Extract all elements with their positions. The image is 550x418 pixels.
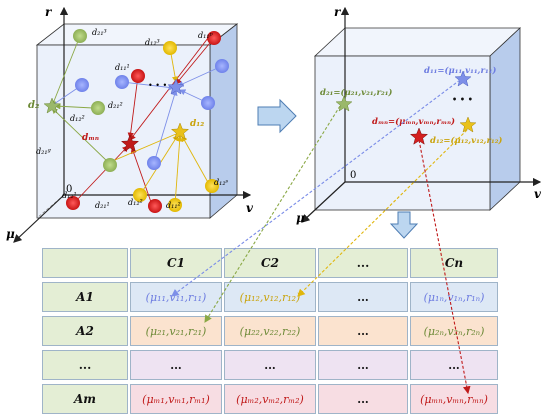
matrix-row-header: A2	[42, 316, 128, 346]
matrix-row-header: Am	[42, 384, 128, 414]
label-d12-s: d₁₂ˢ	[214, 178, 229, 187]
label-d11-p: d₁₁ᵖ	[198, 31, 214, 40]
left-ellipsis: • • •	[148, 81, 167, 90]
right-origin-label: 0	[350, 170, 356, 181]
dmn-star-icon	[120, 134, 140, 152]
matrix-cell: ...	[318, 350, 408, 380]
right-arrow	[257, 98, 297, 134]
left-origin-label: 0	[66, 184, 72, 195]
red-point	[148, 199, 162, 213]
right-label-dmn: dₘₙ=(μₘₙ,vₘₙ,rₘₙ)	[372, 116, 455, 127]
matrix-corner-cell	[42, 248, 128, 278]
right-mu-axis-label: μ	[296, 211, 305, 225]
d11-star-icon	[454, 70, 472, 87]
yellow-point	[163, 41, 177, 55]
blue-point	[75, 78, 89, 92]
blue-point	[215, 59, 229, 73]
matrix-cell: (μ₁₁,v₁₁,r₁₁)	[130, 282, 222, 312]
matrix-cell: (μₘ₁,vₘ₁,rₘ₁)	[130, 384, 222, 414]
blue-point	[115, 75, 129, 89]
right-ellipsis: • • •	[452, 94, 473, 104]
down-arrow	[389, 211, 419, 239]
matrix-row-header: ...	[42, 350, 128, 380]
right-v-axis-label: v	[534, 187, 542, 201]
label-d21-3: d₂₁³	[92, 28, 107, 37]
right-label-d12: d₁₂=(μ₁₂,v₁₂,r₁₂)	[430, 135, 502, 146]
left-v-axis-label: v	[246, 201, 254, 215]
label-d12: d₁₂	[190, 119, 204, 129]
matrix-cell: ...	[318, 316, 408, 346]
right-r-axis-label: r	[334, 5, 342, 19]
label-d11-1: d₁₁¹	[115, 63, 130, 72]
label-d21-1: d₂₁¹	[95, 201, 110, 210]
yellow-point	[133, 188, 147, 202]
label-d21-2: d₂₁²	[108, 101, 123, 110]
left-r-axis-label: r	[45, 5, 53, 19]
red-point	[66, 196, 80, 210]
green-point	[91, 101, 105, 115]
label-d12-2b: d₁₂²	[128, 198, 143, 207]
matrix-cell: ...	[318, 384, 408, 414]
right-label-d21: d₂₁=(μ₂₁,v₂₁,r₂₁)	[320, 87, 392, 98]
matrix-cell: (μ₂₂,v₂₂,r₂₂)	[224, 316, 316, 346]
left-mu-axis-label: μ	[6, 227, 15, 241]
matrix-cell: (μ₁₂,v₁₂,r₁₂)	[224, 282, 316, 312]
green-point	[103, 158, 117, 172]
matrix-cell: (μ₂₁,v₂₁,r₂₁)	[130, 316, 222, 346]
d12-star-icon	[459, 116, 477, 133]
right-label-d11: d₁₁=(μ₁₁,v₁₁,r₁₁)	[424, 65, 496, 76]
matrix-cell: ...	[224, 350, 316, 380]
matrix-col-header: C1	[130, 248, 222, 278]
red-point	[207, 31, 221, 45]
label-d21-q: d₂₁ᵍ	[36, 147, 52, 156]
green-point	[73, 29, 87, 43]
matrix-cell: ...	[410, 350, 498, 380]
matrix-cell: ...	[130, 350, 222, 380]
matrix-cell: ...	[318, 282, 408, 312]
matrix-row-header: A1	[42, 282, 128, 312]
label-d12-2: d₁₂²	[70, 114, 85, 123]
red-point	[131, 69, 145, 83]
matrix-cell: (μ₁ₙ,v₁ₙ,r₁ₙ)	[410, 282, 498, 312]
d21-star-icon	[43, 97, 61, 114]
matrix-cell: (μₘ₂,vₘ₂,rₘ₂)	[224, 384, 316, 414]
label-d21-star: d₂	[28, 100, 40, 111]
label-d12-1: d₁₂¹	[62, 191, 77, 200]
matrix-cell: (μ₂ₙ,v₂ₙ,r₂ₙ)	[410, 316, 498, 346]
blue-point	[147, 156, 161, 170]
matrix-col-header: ...	[318, 248, 408, 278]
matrix-col-header: Cn	[410, 248, 498, 278]
blue-point	[201, 96, 215, 110]
label-d11-2: d₁₁²	[166, 201, 181, 210]
label-d12-3: d₁₂³	[145, 38, 160, 47]
label-dmn: dₘₙ	[82, 133, 99, 143]
matrix-cell: (μₘₙ,vₘₙ,rₘₙ)	[410, 384, 498, 414]
matrix-col-header: C2	[224, 248, 316, 278]
